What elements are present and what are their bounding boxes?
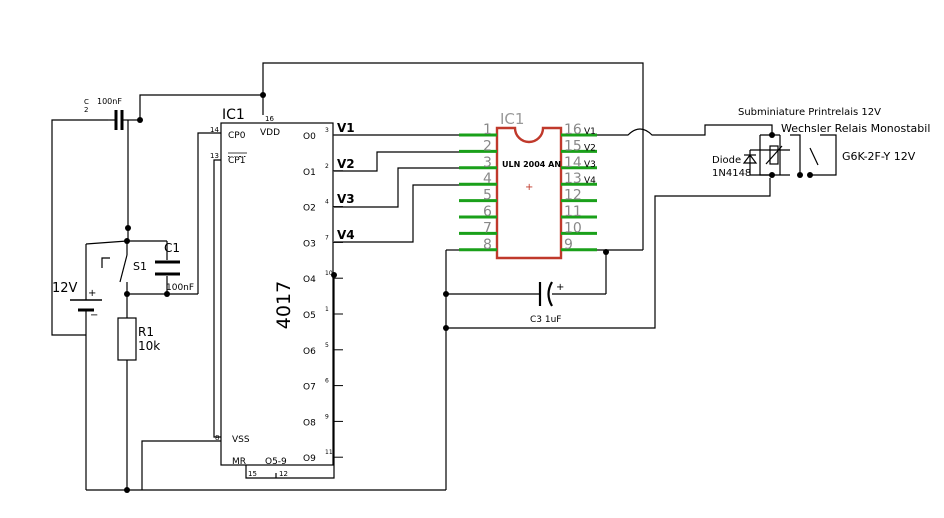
c2-num-label: 2: [84, 106, 88, 114]
battery: [70, 299, 102, 312]
pin-vss-label: VSS: [232, 435, 250, 445]
wires: [51, 62, 837, 491]
pin-16-number: 16: [265, 115, 274, 123]
diode-symbol: [742, 150, 770, 176]
uln-left-pin-number: 1: [483, 122, 492, 138]
ic1-part-label: 4017: [273, 281, 295, 329]
uln-right-pin-number: 16: [564, 122, 582, 138]
ic1-output-name: O3: [303, 239, 316, 249]
uln-right-pin-number: 11: [564, 204, 582, 220]
ic1-output-number: 9: [325, 413, 329, 420]
ic1-body: [220, 122, 334, 466]
uln-left-pin-number: 2: [483, 138, 492, 154]
s1-label: S1: [133, 260, 147, 273]
c2-value-label: 100nF: [97, 97, 122, 106]
uln-right-pin-number: 14: [564, 155, 582, 171]
pin-14-number: 14: [210, 126, 219, 134]
uln-body: [495, 126, 563, 260]
ic1-output-number: 1: [325, 306, 329, 313]
battery-voltage-label: 12V: [52, 281, 78, 296]
pin-15-number: 15: [248, 470, 257, 478]
capacitor-c3: [538, 281, 553, 307]
pin-cp1-label: CP1: [228, 156, 245, 166]
ic1-output-name: O7: [303, 383, 316, 393]
capacitor-c1: [155, 260, 180, 276]
diode-label-line1: Diode: [712, 155, 741, 166]
signal-v3-label: V3: [337, 192, 355, 206]
capacitor-c2: [108, 110, 128, 130]
uln-left-pin-number: 5: [483, 188, 492, 204]
uln-right-pin-number: 13: [564, 171, 582, 187]
pin-vdd-label: VDD: [260, 128, 280, 138]
c1-ref-label: C1: [164, 241, 180, 255]
ic1-output-name: O4: [303, 275, 316, 285]
uln-left-pin-number: 4: [483, 171, 492, 187]
relay-coil: [765, 145, 783, 165]
ic1-output-number: 10: [325, 270, 333, 277]
ic1-output-number: 3: [325, 127, 329, 134]
ic1-output-name: O1: [303, 168, 316, 178]
battery-minus-label: −: [90, 310, 98, 321]
ic1-ref-label: IC1: [222, 107, 245, 123]
ic1-output-number: 4: [325, 199, 329, 206]
uln-left-pin-number: 3: [483, 155, 492, 171]
ic1-output-number: 6: [325, 378, 329, 385]
uln-right-pin-number: 9: [564, 237, 573, 253]
resistor-r1: [117, 317, 137, 361]
r1-value-label: 10k: [138, 339, 160, 353]
uln-left-pin-number: 7: [483, 220, 492, 236]
pin-o59-label: O5-9: [265, 457, 287, 467]
ic1-output-number: 7: [325, 234, 329, 241]
relay-label-line2: Wechsler Relais Monostabil: [781, 122, 930, 135]
junctions: [124, 92, 813, 493]
ic1-output-name: O5: [303, 311, 316, 321]
uln-right-pin-number: 12: [564, 188, 582, 204]
pin-8-number: 8: [215, 434, 219, 442]
uln-output-label: V1: [584, 127, 596, 137]
uln-right-pin-number: 15: [564, 138, 582, 154]
c3-label: C3 1uF: [530, 315, 561, 325]
uln-right-pin-number: 10: [564, 220, 582, 236]
ic1-output-name: O9: [303, 454, 316, 464]
uln-left-pin-number: 6: [483, 204, 492, 220]
uln-output-label: V3: [584, 160, 596, 170]
uln-origin-mark: +: [525, 182, 533, 193]
ic1-output-number: 5: [325, 342, 329, 349]
relay-contact: [809, 147, 819, 166]
uln-ref-label: IC1: [500, 110, 524, 128]
pin-mr-label: MR: [232, 457, 246, 467]
ic1-output-name: O0: [303, 132, 316, 142]
c3-plus-label: +: [556, 282, 564, 293]
ic1-output-name: O6: [303, 347, 316, 357]
relay-label-line1: Subminiature Printrelais 12V: [738, 107, 881, 118]
uln-output-label: V2: [584, 143, 596, 153]
uln-output-label: V4: [584, 176, 596, 186]
pin-12-number: 12: [279, 470, 288, 478]
relay-model-label: G6K-2F-Y 12V: [842, 150, 916, 163]
r1-ref-label: R1: [138, 325, 154, 339]
ic1-output-number: 11: [325, 449, 333, 456]
signal-v1-label: V1: [337, 121, 355, 135]
ic1-output-name: O2: [303, 204, 316, 214]
c2-ref-label: C: [84, 98, 89, 106]
signal-v2-label: V2: [337, 157, 355, 171]
uln-left-pin-number: 8: [483, 237, 492, 253]
ic1-output-name: O8: [303, 418, 316, 428]
diode-label-line2: 1N4148: [712, 168, 751, 179]
battery-plus-label: +: [88, 288, 96, 299]
ic1-output-number: 2: [325, 163, 329, 170]
pin-cp0-label: CP0: [228, 131, 246, 141]
c1-value-label: 100nF: [166, 283, 194, 293]
pin-13-number: 13: [210, 152, 219, 160]
uln-part-label: ULN 2004 AN: [502, 160, 561, 169]
signal-v4-label: V4: [337, 228, 355, 242]
switch-s1: [101, 241, 128, 294]
